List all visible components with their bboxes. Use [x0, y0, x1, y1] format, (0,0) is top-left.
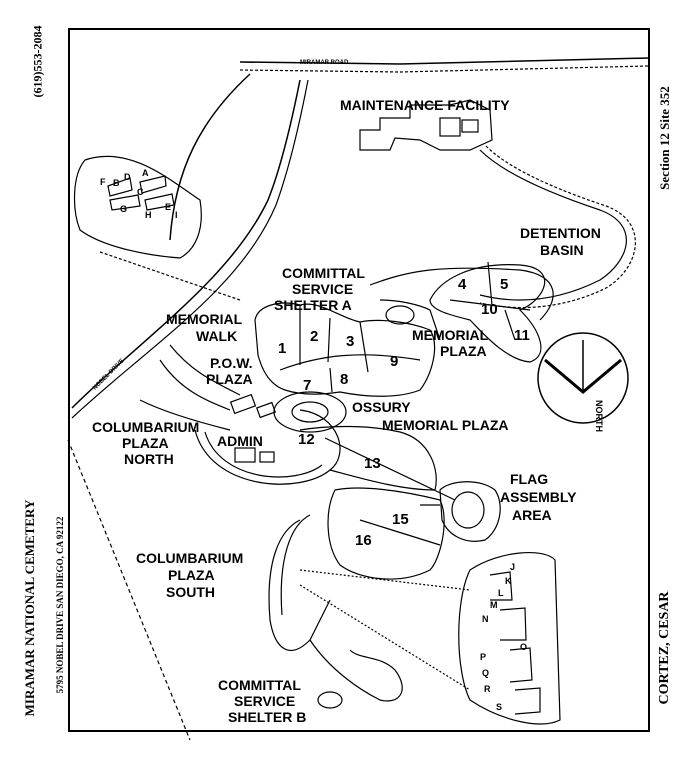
committal-shelter-a-label-line2: SERVICE: [292, 281, 353, 297]
section-12-label: 12: [298, 431, 315, 448]
columbarium-south-label-line2: PLAZA: [168, 567, 215, 583]
memorial-plaza-label-line1: MEMORIAL: [412, 327, 489, 343]
inset-north-letter-h: H: [145, 210, 152, 220]
columbarium-south-inset: [458, 551, 561, 725]
section-15-label: 15: [392, 511, 409, 528]
sections-1-3-7-9-boundary: [254, 302, 436, 397]
section-11-label: 11: [514, 327, 530, 344]
inset-north-letter-d: D: [124, 172, 131, 182]
inset-south-letter-k: K: [505, 576, 512, 586]
inset-south-letter-q: Q: [482, 668, 489, 678]
section-9-label: 9: [390, 353, 398, 370]
committal-shelter-a-label-line1: COMMITTAL: [282, 265, 365, 281]
section-4-label: 4: [458, 276, 467, 293]
nobel-drive-road: [71, 79, 301, 409]
inset-north-letter-c: C: [137, 187, 144, 197]
flag-assembly-area: [439, 481, 501, 542]
compass-rose: [537, 332, 629, 424]
section-5-label: 5: [500, 276, 508, 293]
sections-12-13-boundary: [299, 425, 437, 491]
section-1-label: 1: [278, 340, 286, 357]
map-frame: [68, 28, 650, 732]
flag-assembly-label-line3: AREA: [512, 507, 552, 523]
memorial-plaza-lower-label: MEMORIAL PLAZA: [382, 417, 509, 433]
miramar-road: [239, 57, 649, 65]
inset-south-letter-m: M: [490, 600, 498, 610]
columbarium-south-label-line1: COLUMBARIUM: [136, 550, 243, 566]
inset-north-letter-i: I: [175, 210, 178, 220]
committal-shelter-b-label-line1: COMMITTAL: [218, 677, 301, 693]
inset-south-letter-l: L: [498, 588, 504, 598]
inset-south-letter-o: O: [520, 642, 527, 652]
ossuary-label: OSSURY: [352, 399, 411, 415]
columbarium-north-label-line2: PLAZA: [122, 435, 169, 451]
inset-south-letter-p: P: [480, 652, 486, 662]
inset-north-letter-e: E: [165, 202, 171, 212]
maintenance-facility-outline: [359, 99, 493, 151]
pow-plaza-label-line2: PLAZA: [206, 371, 253, 387]
inset-north-letter-g: G: [120, 204, 127, 214]
memorial-plaza-label-line2: PLAZA: [440, 343, 487, 359]
section-7-label: 7: [303, 377, 311, 394]
memorial-walk-label-line1: MEMORIAL: [166, 311, 243, 327]
committal-shelter-a-label-line3: SHELTER A: [274, 297, 352, 313]
pow-plaza-label-line1: P.O.W.: [210, 355, 253, 371]
section-8-label: 8: [340, 371, 348, 388]
flag-assembly-label-line2: ASSEMBLY: [500, 489, 577, 505]
inset-south-letter-s: S: [496, 702, 502, 712]
detention-basin-label-line1: DETENTION: [520, 225, 601, 241]
committal-shelter-b-label-line3: SHELTER B: [228, 709, 306, 725]
memorial-walk-label-line2: WALK: [196, 328, 237, 344]
section-2-label: 2: [310, 328, 318, 345]
inset-north-letter-b: B: [113, 178, 120, 188]
miramar-road-label: MIRAMAR ROAD: [300, 60, 349, 66]
section-3-label: 3: [346, 333, 354, 350]
detention-basin-label-line2: BASIN: [540, 242, 584, 258]
committal-shelter-b-label-line2: SERVICE: [234, 693, 295, 709]
inset-south-letter-n: N: [482, 614, 489, 624]
flag-assembly-label-line1: FLAG: [510, 471, 548, 487]
section-10-label: 10: [481, 301, 498, 318]
maintenance-facility-label: MAINTENANCE FACILITY: [340, 97, 510, 113]
sections-15-16-boundary: [327, 487, 445, 580]
section-16-label: 16: [355, 532, 372, 549]
columbarium-north-label-line1: COLUMBARIUM: [92, 419, 199, 435]
columbarium-north-inset: [73, 155, 202, 259]
columbarium-south-label-line3: SOUTH: [166, 584, 215, 600]
section-13-label: 13: [364, 455, 381, 472]
columbarium-north-label-line3: NORTH: [124, 451, 174, 467]
compass-north-label: NORTH: [594, 400, 604, 432]
inset-north-letter-f: F: [100, 177, 106, 187]
inset-south-letter-j: J: [510, 562, 515, 572]
inset-south-letter-r: R: [484, 684, 491, 694]
admin-label: ADMIN: [217, 433, 263, 449]
sections-4-5-10-11-boundary: [429, 264, 546, 363]
inset-north-letter-a: A: [142, 168, 149, 178]
